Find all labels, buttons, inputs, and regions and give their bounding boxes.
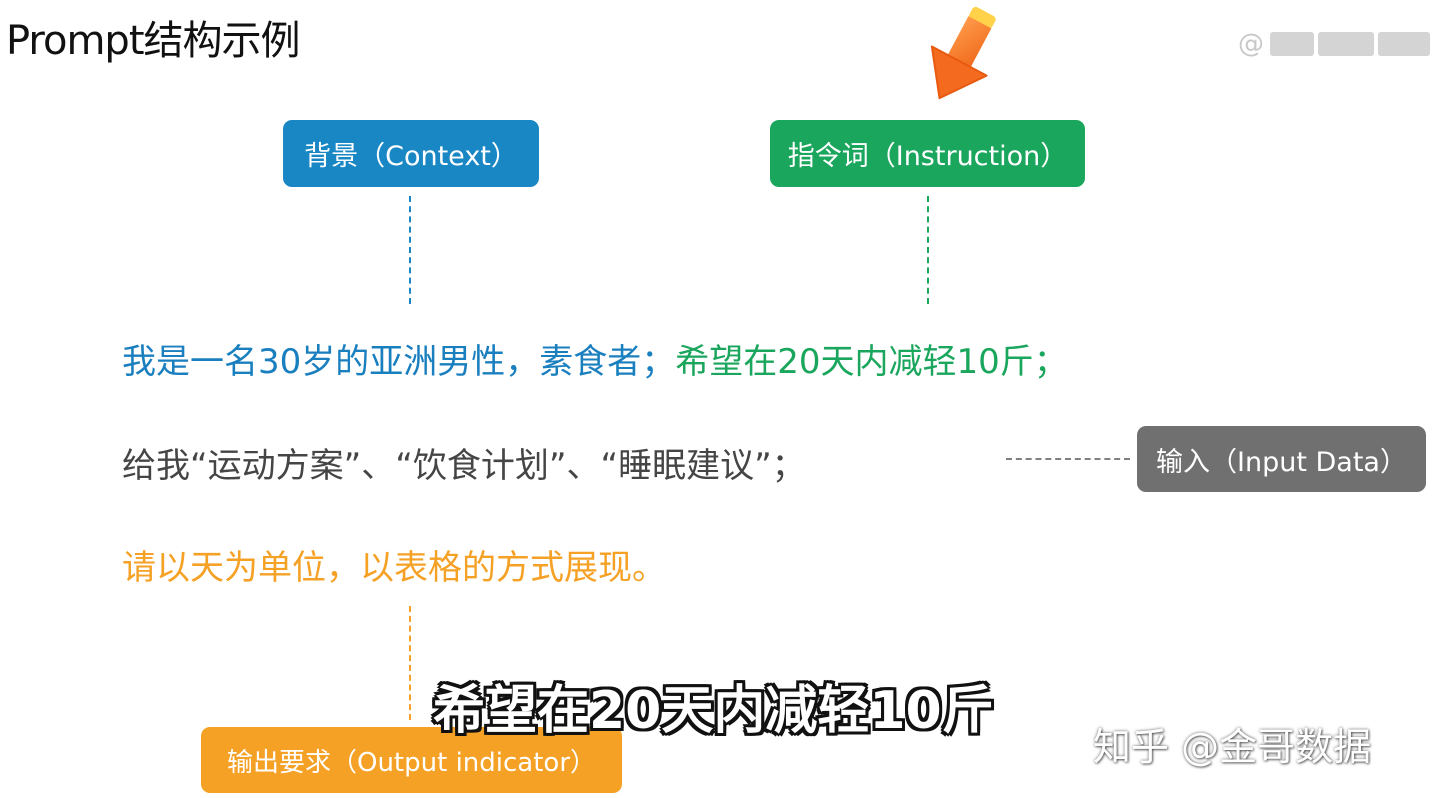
- context-connector: [409, 196, 411, 304]
- instruction-connector: [927, 196, 929, 304]
- prompt-line-1: 我是一名30岁的亚洲男性，素食者；希望在20天内减轻10斤；: [122, 334, 1068, 383]
- slide-title: Prompt结构示例: [6, 18, 300, 64]
- at-icon: @: [1238, 29, 1264, 59]
- output-connector: [409, 606, 411, 720]
- blurred-block: [1318, 32, 1374, 56]
- context-text: 我是一名30岁的亚洲男性，素食者；: [122, 342, 676, 382]
- instruction-text: 希望在20天内减轻10斤；: [675, 342, 1068, 382]
- input-connector: [1006, 458, 1130, 460]
- input-data-label: 输入（Input Data）: [1137, 426, 1426, 492]
- instruction-label: 指令词（Instruction）: [770, 120, 1085, 187]
- blurred-block: [1270, 32, 1314, 56]
- output-indicator-text: 请以天为单位，以表格的方式展现。: [122, 548, 666, 588]
- zhihu-watermark: 知乎 @金哥数据: [1093, 725, 1372, 769]
- output-indicator-label: 输出要求（Output indicator）: [201, 727, 622, 793]
- input-data-text: 给我“运动方案”、“饮食计划”、“睡眠建议”；: [122, 446, 806, 486]
- video-subtitle: 希望在20天内减轻10斤: [433, 681, 994, 741]
- blurred-block: [1378, 32, 1430, 56]
- context-label: 背景（Context）: [283, 120, 539, 187]
- blurred-watermark: @: [1236, 26, 1436, 62]
- arrow-down-left-icon: [930, 6, 996, 100]
